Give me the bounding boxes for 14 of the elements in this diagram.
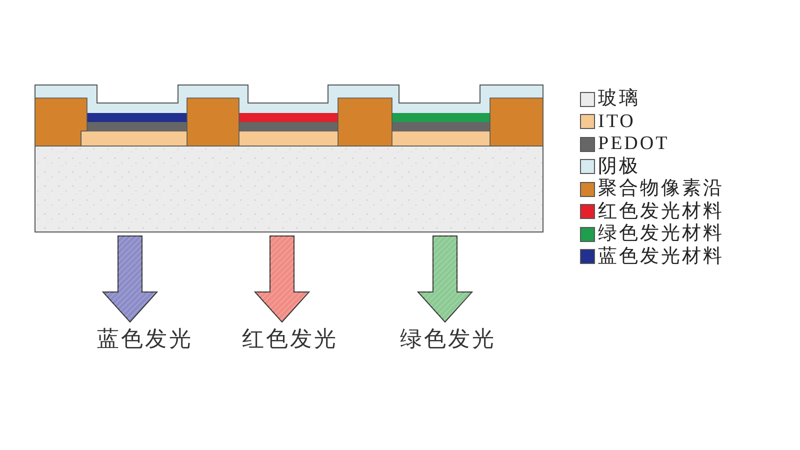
legend-label: ITO <box>598 110 636 133</box>
legend-label: 玻璃 <box>598 88 640 110</box>
legend-label: 红色发光材料 <box>598 200 724 223</box>
legend-label: 阴极 <box>598 156 640 178</box>
emission-label: 蓝色发光 <box>97 322 193 356</box>
legend-label: 蓝色发光材料 <box>598 246 724 268</box>
emission-label: 红色发光 <box>242 322 338 356</box>
block-arrow <box>254 236 310 323</box>
block-arrow <box>102 236 158 323</box>
emission-label: 绿色发光 <box>400 322 496 356</box>
legend-label: PEDOT <box>598 133 670 156</box>
legend-label: 绿色发光材料 <box>598 223 724 246</box>
block-arrow <box>416 236 474 323</box>
legend-label: 聚合物像素沿 <box>598 178 724 200</box>
